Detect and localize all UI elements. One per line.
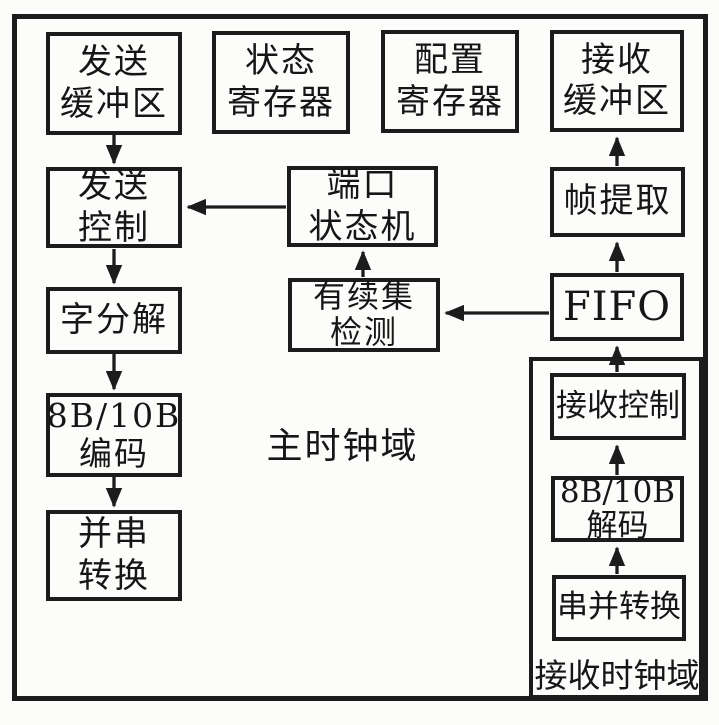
node-label-line: 寄存器 [227, 82, 335, 123]
node-status-register: 状态 寄存器 [212, 31, 350, 134]
node-ordered-set-detect: 有续集 检测 [288, 278, 440, 352]
node-label-line: 有续集 [312, 277, 415, 316]
node-label-line: 串并转换 [557, 589, 681, 626]
node-label-line: 缓冲区 [563, 81, 671, 121]
node-label-line: 字分解 [60, 299, 168, 340]
node-label-line: 控制 [78, 207, 150, 248]
node-label-line: 发送 [78, 42, 150, 83]
node-label-line: 并串 [78, 514, 150, 555]
node-label-line: 发送 [78, 166, 150, 207]
node-label-line: 8B/10B [559, 473, 676, 510]
node-label-line: 8B/10B [46, 396, 182, 436]
node-config-register: 配置 寄存器 [381, 30, 519, 133]
node-label-line: 帧提取 [563, 181, 672, 222]
main-clock-domain-label: 主时钟域 [266, 426, 419, 467]
receive-clock-domain-label: 接收时钟域 [534, 656, 700, 695]
outer-boundary-frame [12, 14, 708, 701]
node-label-line: 接收 [581, 39, 653, 80]
node-label-line: 解码 [586, 508, 649, 544]
node-8b10b-encoder: 8B/10B 编码 [46, 393, 182, 477]
node-label-line: 状态 [245, 41, 317, 82]
node-label-line: 状态机 [308, 206, 417, 247]
node-port-state-machine: 端口 状态机 [287, 165, 438, 247]
node-label-line: 接收控制 [556, 387, 680, 424]
node-frame-extract: 帧提取 [550, 167, 685, 237]
node-word-split: 字分解 [46, 287, 182, 354]
node-serial-to-parallel: 串并转换 [552, 575, 686, 641]
node-send-buffer: 发送 缓冲区 [46, 32, 182, 135]
node-label-line: 寄存器 [396, 81, 504, 122]
node-label-line: 配置 [414, 40, 486, 81]
node-label-line: 端口 [326, 165, 399, 206]
node-receive-control: 接收控制 [550, 373, 686, 440]
node-receive-buffer: 接收 缓冲区 [550, 30, 684, 132]
node-send-control: 发送 控制 [46, 166, 182, 248]
node-label-line: 检测 [329, 313, 398, 351]
node-label-line: 编码 [79, 434, 149, 473]
node-parallel-to-serial: 并串 转换 [46, 510, 182, 601]
node-8b10b-decoder: 8B/10B 解码 [551, 473, 684, 544]
node-label-line: 缓冲区 [60, 83, 168, 124]
node-fifo: FIFO [550, 273, 684, 341]
node-label-line: FIFO [562, 283, 672, 330]
node-label-line: 转换 [78, 555, 150, 596]
